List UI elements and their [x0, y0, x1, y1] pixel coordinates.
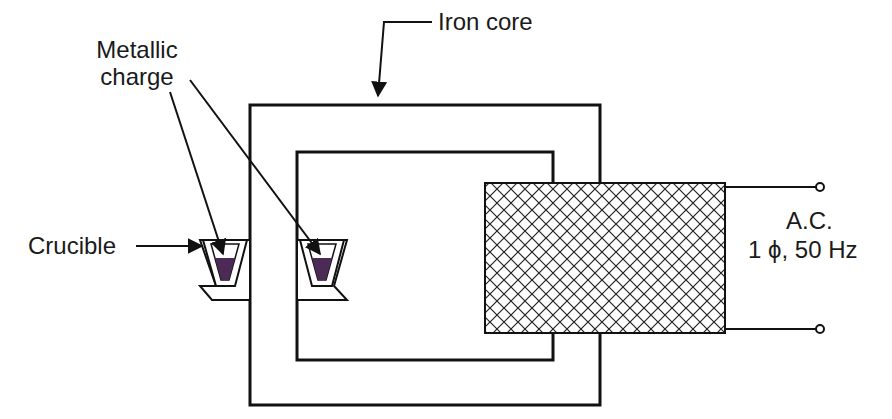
part-label: Crucible: [28, 232, 116, 259]
supply-label: 1 ϕ, 50 Hz: [748, 236, 858, 263]
leader-lines: [136, 22, 432, 254]
coil: [485, 183, 725, 333]
part-label: Iron core: [438, 8, 533, 35]
part-label: Metallic charge: [72, 36, 202, 90]
supply-label: A.C.: [786, 207, 833, 234]
